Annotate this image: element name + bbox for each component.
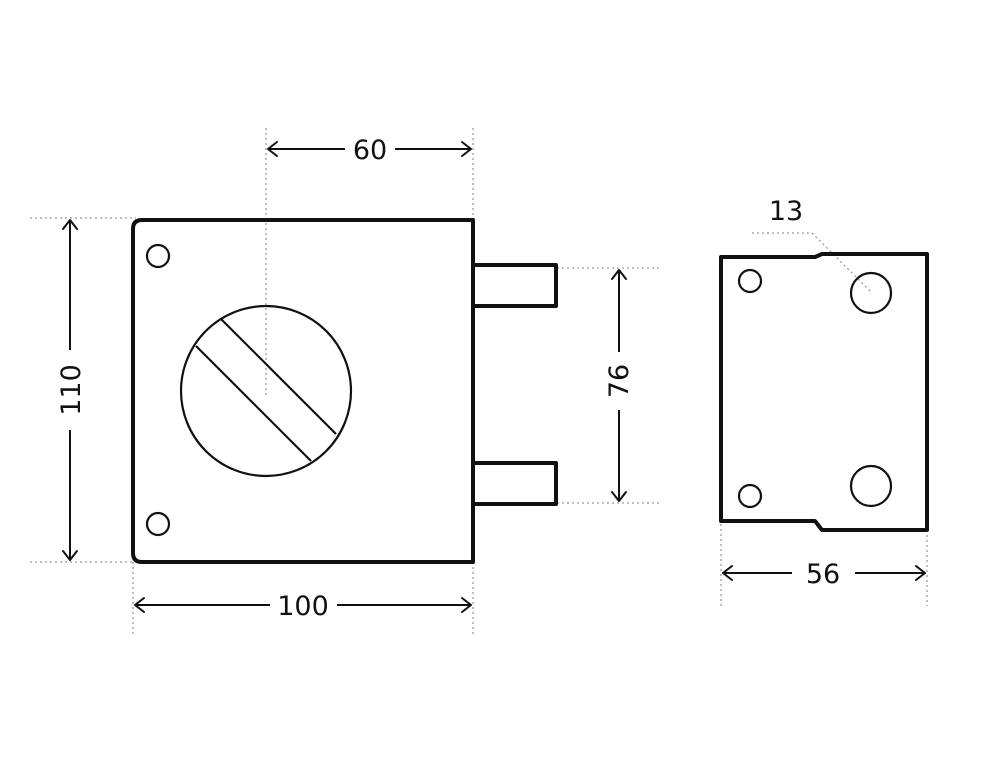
side-large-hole-top <box>849 271 893 315</box>
dimension-bolt-spacing: 76 <box>604 269 635 502</box>
dimension-height-left: 110 <box>56 219 87 561</box>
dimension-label-76: 76 <box>604 364 635 398</box>
dimension-hole-diameter: 13 <box>769 196 803 227</box>
lock-front-view <box>131 218 558 564</box>
lock-side-view <box>719 252 929 532</box>
upper-bolt <box>471 263 558 308</box>
lock-body-outline <box>131 218 475 564</box>
dimension-label-56: 56 <box>806 559 840 590</box>
extension-lines <box>30 128 928 636</box>
dimension-label-110: 110 <box>56 364 87 416</box>
dimension-width-top: 60 <box>267 135 472 166</box>
side-body-outline <box>719 252 929 532</box>
dimension-label-13: 13 <box>769 196 803 227</box>
lower-bolt <box>471 461 558 506</box>
dimension-label-100: 100 <box>277 591 329 622</box>
bottom-screw-hole <box>145 511 171 537</box>
side-large-hole-bottom <box>849 464 893 508</box>
top-screw-hole <box>145 243 171 269</box>
dimension-width-bottom: 100 <box>134 591 472 622</box>
dimension-label-60: 60 <box>353 135 387 166</box>
key-cylinder <box>179 304 353 478</box>
side-small-hole-bottom <box>737 483 763 509</box>
dimension-side-width: 56 <box>722 559 926 590</box>
side-small-hole-top <box>737 268 763 294</box>
